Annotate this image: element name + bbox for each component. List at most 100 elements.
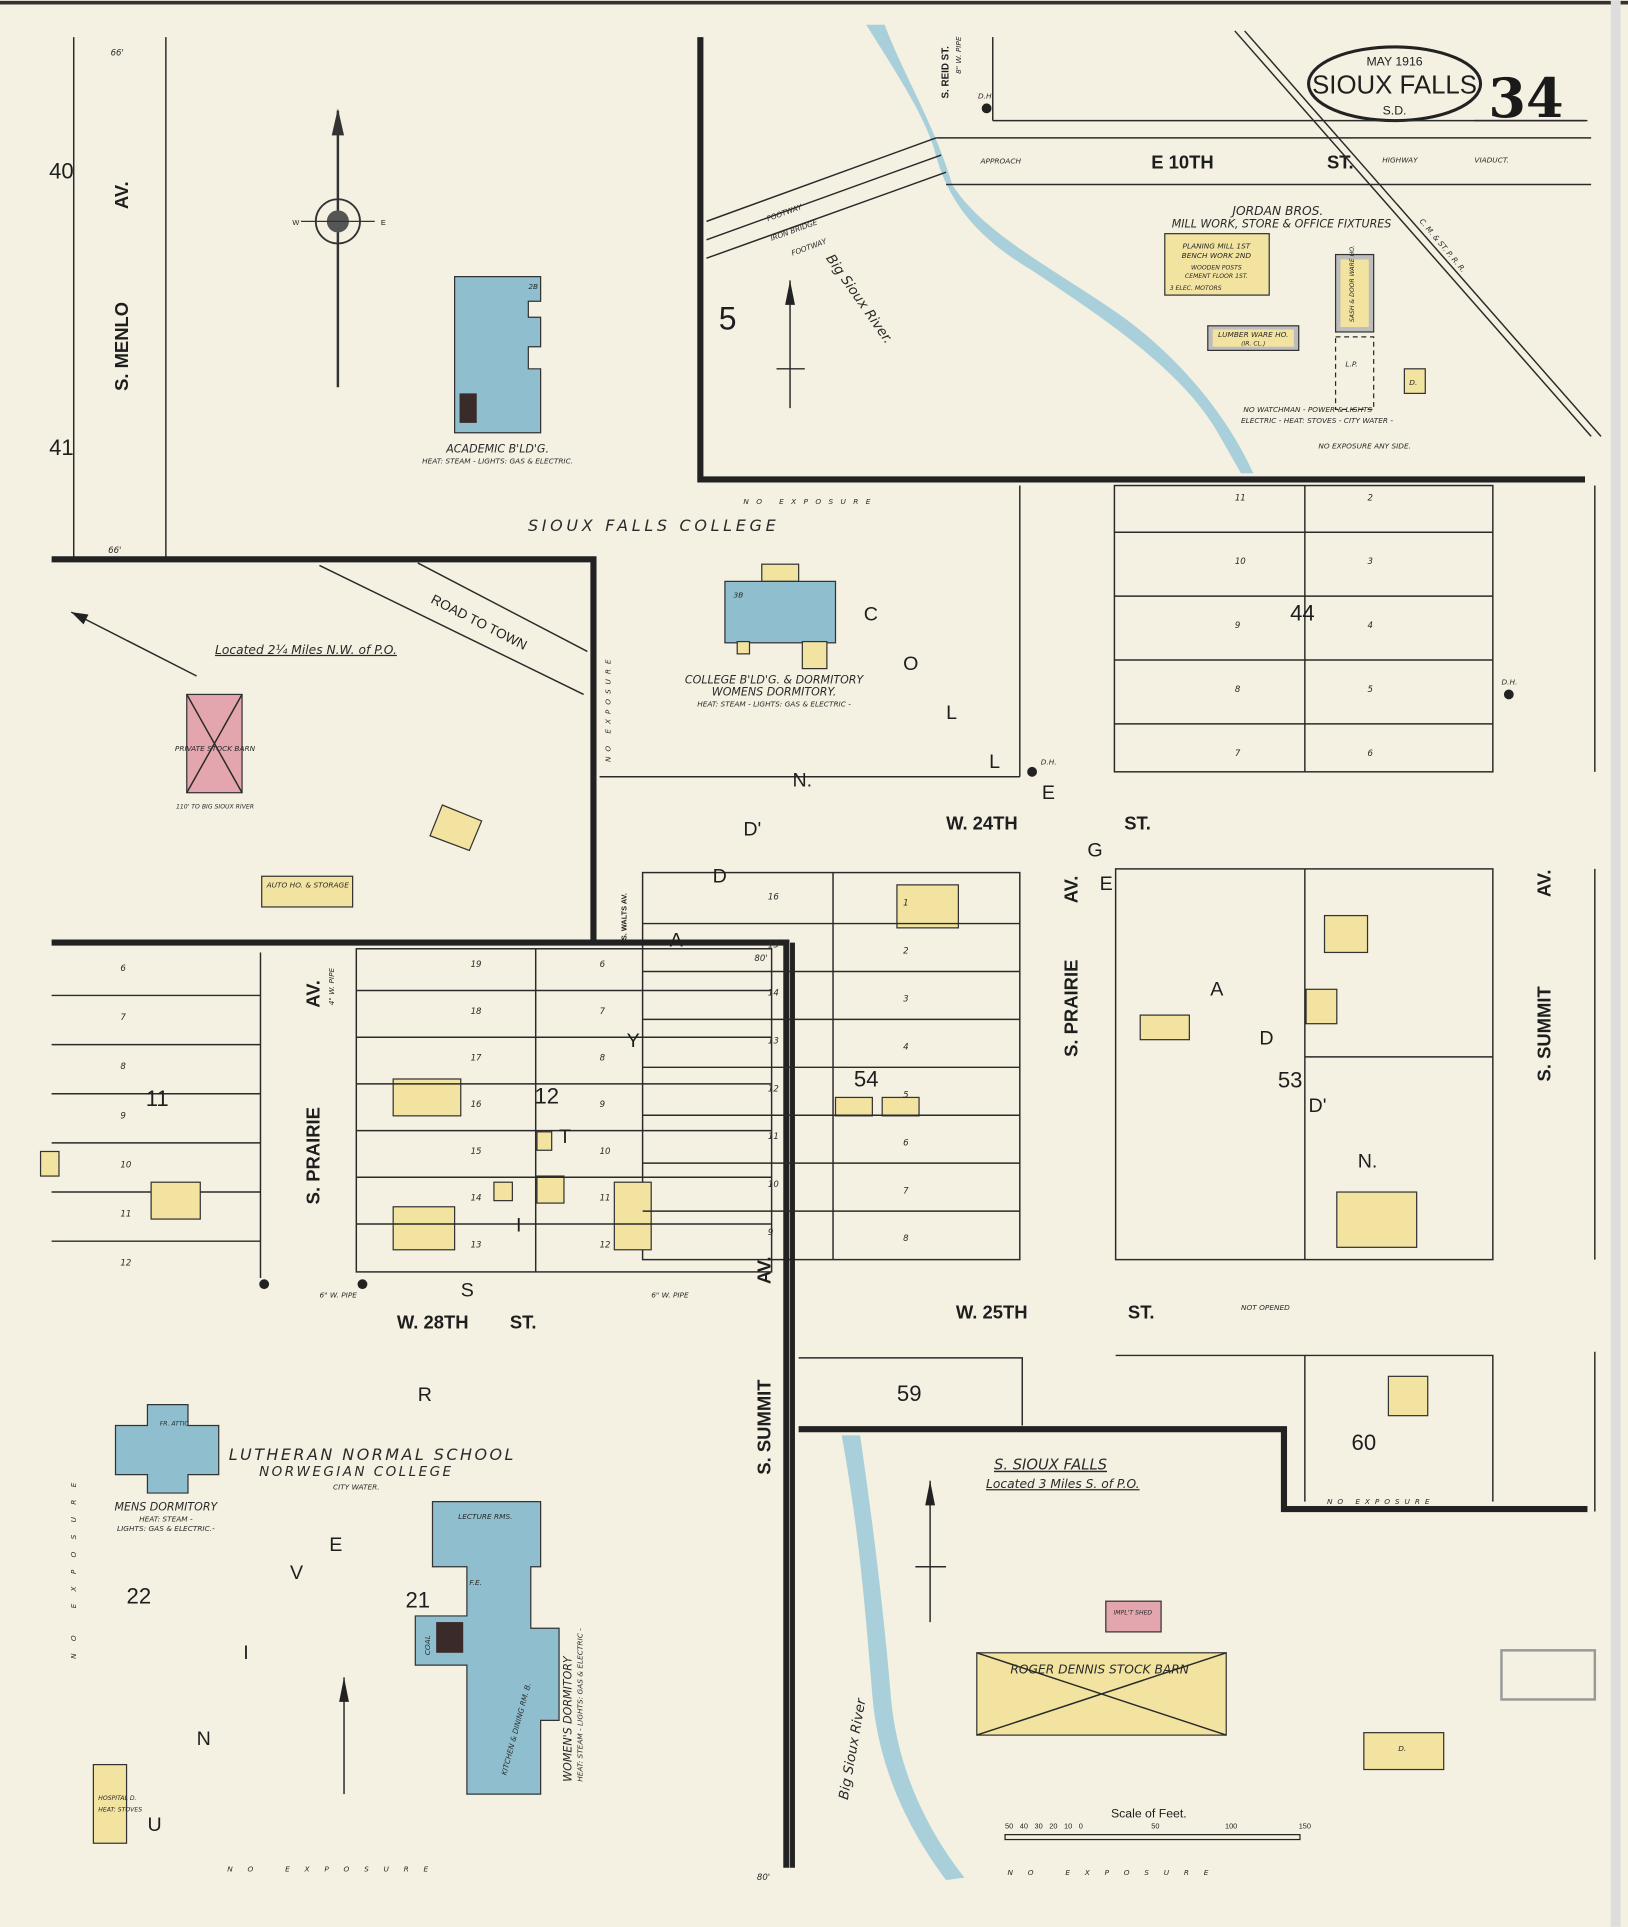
street-label-w-28th: W. 28TH [397, 1311, 469, 1332]
coal-label: COAL [423, 1635, 432, 1655]
womens-dorm-label: WOMEN'S DORMITORY [561, 1655, 574, 1782]
sash-door-label: SASH & DOOR WARE HO. [1349, 245, 1356, 322]
scale-tick-label: 50 [1151, 1821, 1159, 1830]
map-date: MAY 1916 [1366, 54, 1422, 68]
scale-bar-line [1004, 1834, 1301, 1841]
dwelling [1336, 1191, 1418, 1248]
river-big-sioux-south [841, 1435, 965, 1881]
block-54 [641, 871, 1021, 1261]
inset-south-sioux-falls: Big Sioux River S. SIOUX FALLS Located 3… [836, 1435, 1597, 1881]
hydrant-icon [259, 1279, 270, 1290]
library-stamp [1500, 1649, 1597, 1701]
lot-number: 5 [903, 1090, 908, 1100]
lot-number: 12 [120, 1259, 131, 1269]
scale-tick-label: 20 [1049, 1821, 1057, 1830]
lot-number: 14 [471, 1194, 482, 1204]
sheet-number: 34 [1488, 66, 1563, 130]
block-number-12: 12 [534, 1084, 559, 1109]
college-addn-letter: N. [1358, 1150, 1378, 1172]
academic-label: ACADEMIC B'LD'G. [445, 442, 549, 455]
no-exposure-note: NO EXPOSURE [1327, 1497, 1434, 1506]
scale-tick-label: 100 [1225, 1821, 1237, 1830]
street-label-e-10th-st: ST. [1327, 152, 1354, 173]
dennis-barn-label: ROGER DENNIS STOCK BARN [1010, 1663, 1189, 1677]
dwelling [1363, 1732, 1445, 1771]
block-59 [798, 1357, 1023, 1426]
area-label-sioux-falls-college: SIOUX FALLS COLLEGE [528, 516, 779, 535]
lot-number: 7 [120, 1013, 126, 1023]
auto-house-label: AUTO HO. & STORAGE [266, 880, 350, 889]
dwelling [1403, 368, 1426, 395]
dwelling [896, 884, 959, 929]
scale-tick-label: 30 [1035, 1821, 1043, 1830]
lot-number: 8 [903, 1234, 909, 1244]
university-addn-letter: T [559, 1126, 571, 1148]
posts-label: WOODEN POSTS [1191, 264, 1242, 271]
compass-west: W [292, 218, 299, 227]
lot-number: 7 [1235, 749, 1241, 759]
compass-east: E [381, 218, 386, 227]
lot-number: 6 [120, 964, 126, 974]
college-bldg-label: COLLEGE B'LD'G. & DORMITORY [685, 673, 865, 686]
motors-label: 3 ELEC. MOTORS [1170, 285, 1222, 292]
university-addn-letter: Y [627, 1030, 640, 1052]
college-addn-letter: C [864, 604, 878, 626]
dwelling [392, 1206, 456, 1251]
north-arrow-icon [776, 280, 805, 409]
university-addn-letter: R [418, 1384, 432, 1406]
mens-dorm-label: MENS DORMITORY [114, 1500, 218, 1513]
impl-shed-label: IMPL'T SHED [1114, 1610, 1153, 1617]
university-addn-letter: S [461, 1279, 474, 1301]
north-arrow-icon [915, 1480, 947, 1623]
lumber-ware-label: LUMBER WARE HO. [1218, 330, 1288, 339]
jordan-note-2: ELECTRIC - HEAT: STOVES - CITY WATER - [1241, 416, 1393, 425]
jordan-note-3: NO EXPOSURE ANY SIDE. [1318, 442, 1411, 451]
no-exposure-note: NO EXPOSURE [743, 497, 877, 506]
scale-tick-label: 40 [1020, 1821, 1028, 1830]
block-12 [355, 948, 773, 1273]
lot-number: 15 [768, 941, 779, 951]
university-addn-letter: E [329, 1534, 342, 1556]
lot-number: 17 [471, 1054, 482, 1064]
street-label-s-summit-east: S. SUMMIT [1534, 986, 1555, 1082]
university-addn-letter: V [290, 1562, 304, 1584]
block-number-11: 11 [146, 1086, 169, 1111]
highway-label: HIGHWAY [1382, 155, 1418, 164]
block-44 [1113, 484, 1494, 773]
jordan-owner: JORDAN BROS. [1229, 204, 1323, 218]
lot-number: 13 [471, 1240, 482, 1250]
fire-escape-label: F.E. [469, 1578, 482, 1587]
scale-tick-label: 150 [1299, 1821, 1311, 1830]
mens-dorm-note-1: HEAT: STEAM - [139, 1514, 193, 1523]
lp-label: L.P. [1345, 359, 1357, 368]
lot-number: 13 [768, 1036, 779, 1046]
pipe-label: 8" W. PIPE [954, 36, 963, 74]
lot-number: 19 [471, 960, 482, 970]
lot-number: 9 [768, 1228, 773, 1238]
street-label-s-walts: S. WALTS AV. [620, 893, 629, 940]
dwelling [1305, 988, 1338, 1025]
lumber-ware-sub: (IR. CL.) [1241, 340, 1265, 347]
block-number-59: 59 [897, 1381, 922, 1406]
pipe-label: 6" W. PIPE [319, 1291, 357, 1300]
street-label-w-25th: W. 25TH [956, 1302, 1028, 1323]
lot-number: 8 [120, 1062, 126, 1072]
academic-stories: 2B [528, 282, 538, 291]
university-addn-letter: I [243, 1642, 248, 1664]
lot-number: 2 [1368, 493, 1373, 503]
college-addn-letter: D' [1309, 1095, 1327, 1117]
street-label-e-10th: E 10TH [1151, 152, 1213, 173]
lot-number: 4 [1368, 621, 1373, 631]
college-addn-letter: D [1259, 1028, 1273, 1050]
hydrant-icon [357, 1279, 368, 1290]
street-label-s-prairie-west: S. PRAIRIE [302, 1107, 323, 1204]
lot-number: 1 [903, 899, 908, 909]
college-stories: 3B [734, 590, 744, 599]
north-arrow-icon [339, 1677, 349, 1795]
dwelling [881, 1096, 920, 1117]
jordan-business: MILL WORK, STORE & OFFICE FIXTURES [1172, 218, 1391, 231]
street-label-w-25th-st: ST. [1128, 1302, 1155, 1323]
lot-number: 10 [768, 1180, 779, 1190]
